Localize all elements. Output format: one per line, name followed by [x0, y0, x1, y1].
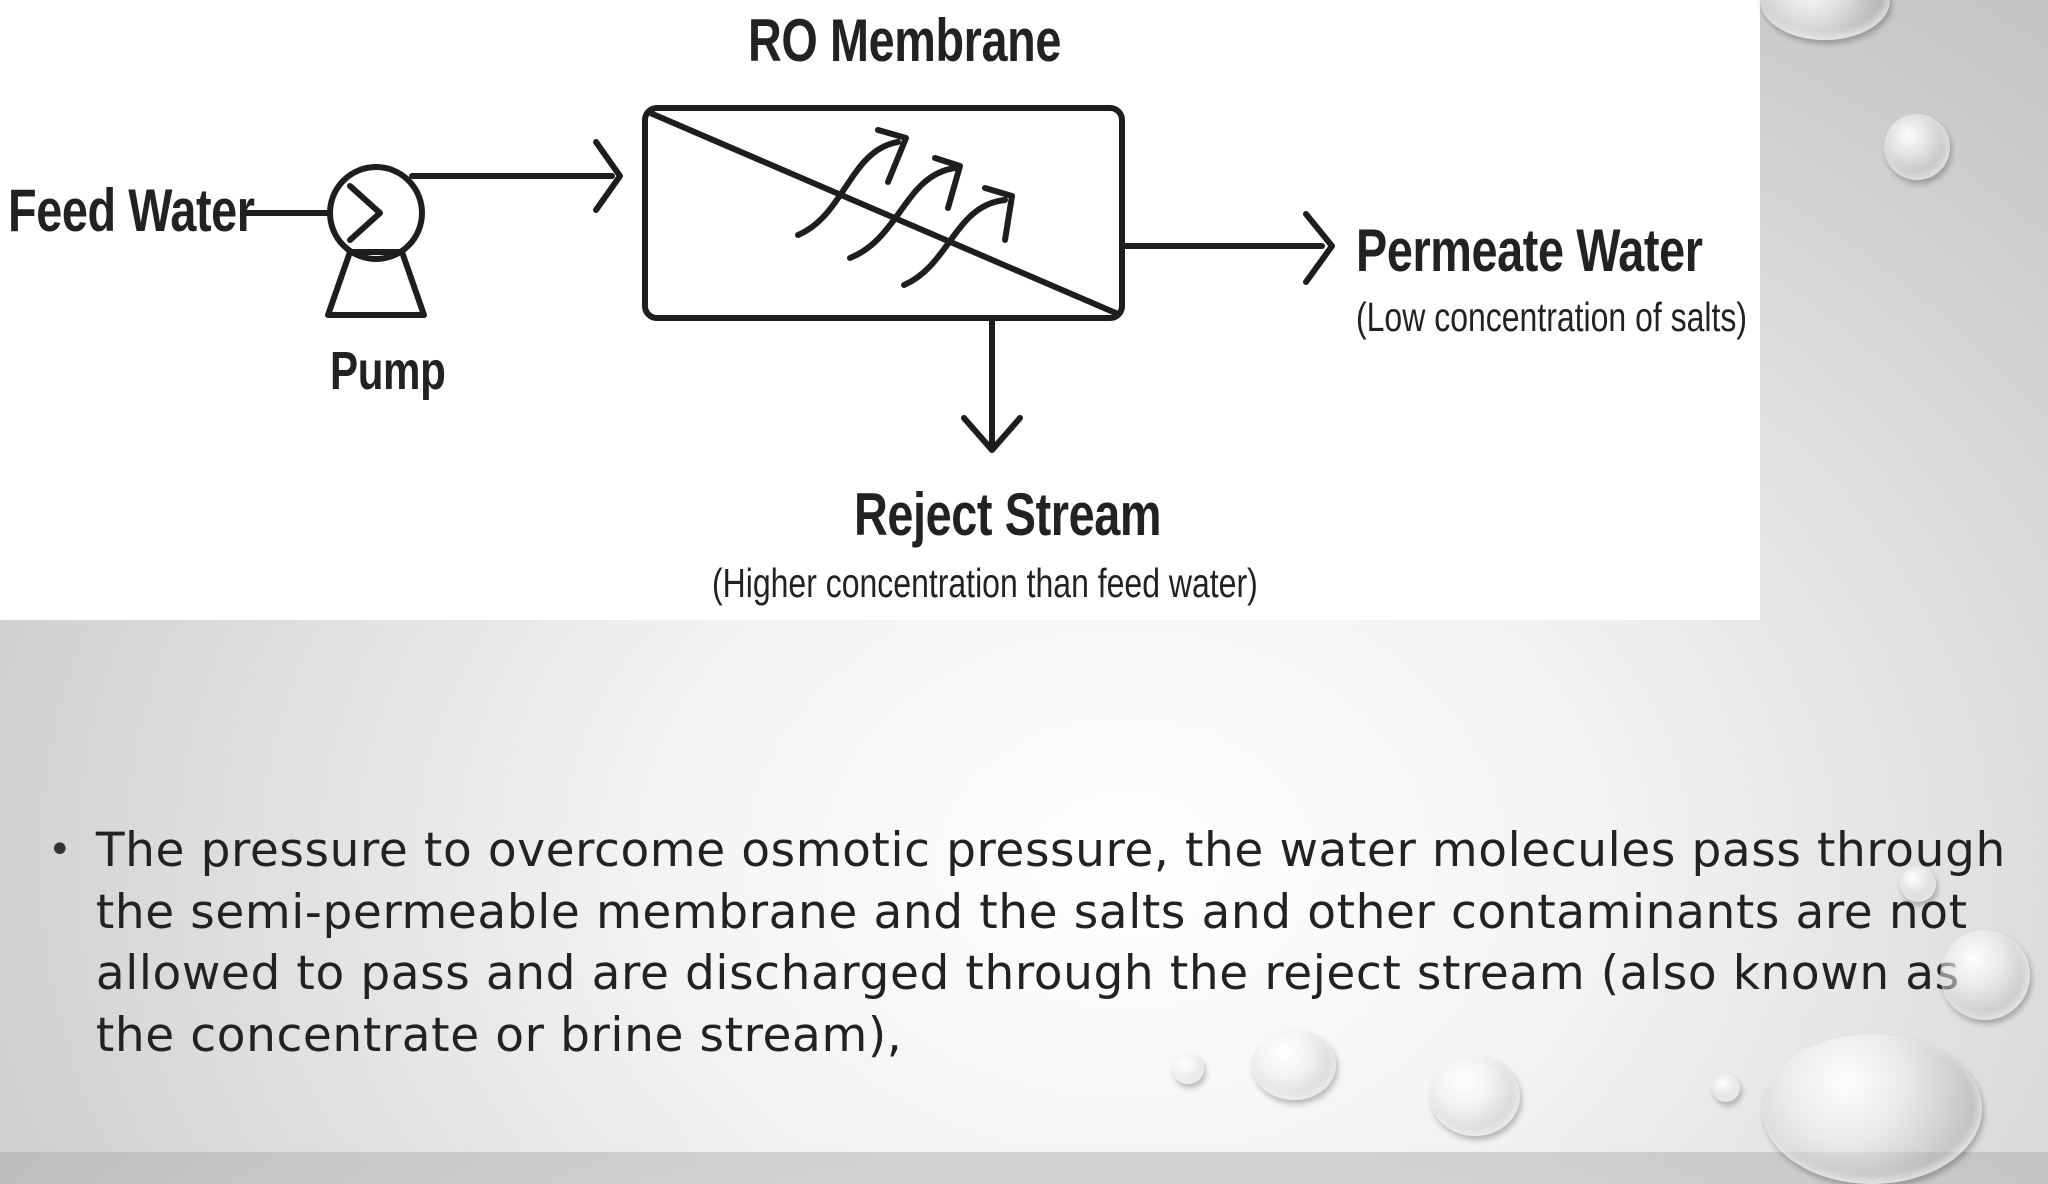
- membrane-diagonal: [645, 109, 1121, 317]
- flow-arrowhead-2: [932, 155, 963, 211]
- reject-stream-label: Reject Stream: [854, 481, 1162, 548]
- flow-arrowhead-3: [982, 185, 1015, 243]
- permeate-water-sublabel: (Low concentration of salts): [1356, 294, 1748, 340]
- pump-chevron: [347, 183, 383, 243]
- water-droplet: [1172, 1054, 1204, 1084]
- permeate-flow-curve-1: [795, 139, 901, 238]
- pump-base: [325, 249, 427, 318]
- ro-membrane-label: RO Membrane: [748, 7, 1061, 74]
- water-droplet: [1884, 114, 1950, 180]
- pump-label: Pump: [330, 341, 446, 401]
- permeate-water-label: Permeate Water: [1356, 217, 1703, 284]
- bullet-point: • The pressure to overcome osmotic press…: [48, 820, 2028, 1066]
- bullet-marker: •: [48, 827, 72, 873]
- pump-icon: [327, 164, 425, 262]
- reject-arrowhead: [961, 415, 1023, 453]
- water-droplet: [1252, 1030, 1336, 1100]
- reject-stream-sublabel: (Higher concentration than feed water): [712, 560, 1258, 606]
- permeate-flow-curve-2: [847, 165, 958, 261]
- permeate-arrowhead: [1303, 211, 1335, 285]
- water-droplet: [1900, 866, 1936, 902]
- water-droplet: [1712, 1074, 1740, 1102]
- water-droplet: [1762, 1034, 1982, 1184]
- water-droplet: [1430, 1056, 1520, 1136]
- water-droplet: [1940, 930, 2030, 1020]
- ro-process-diagram: [243, 105, 1335, 453]
- bullet-text: The pressure to overcome osmotic pressur…: [95, 823, 2006, 1063]
- flow-arrowhead-1: [875, 127, 909, 185]
- ro-diagram-panel: RO Membrane Feed Water Pump Permeate Wat…: [0, 0, 1760, 620]
- membrane-housing: [642, 105, 1125, 321]
- water-droplet: [1760, 0, 1890, 40]
- permeate-flow-curve-3: [901, 197, 1008, 288]
- inlet-arrowhead: [593, 139, 623, 213]
- feed-water-label: Feed Water: [8, 177, 255, 244]
